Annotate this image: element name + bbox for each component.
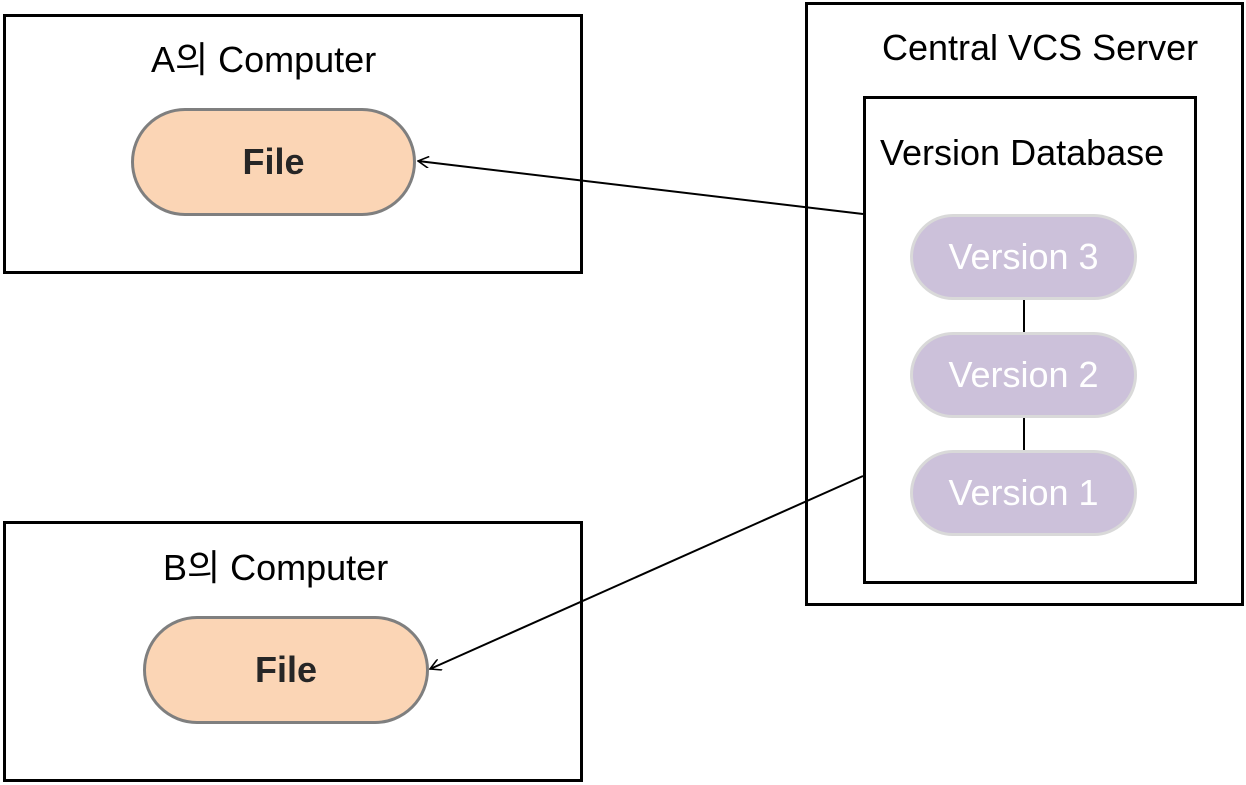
computer-b-title: B의 Computer <box>163 547 389 588</box>
file-b-label: File <box>254 649 317 690</box>
file-b-node: File <box>143 616 429 724</box>
version-3-node: Version 3 <box>910 214 1137 300</box>
server-title: Central VCS Server <box>882 27 1199 68</box>
version-1-node: Version 1 <box>910 450 1137 536</box>
database-title: Version Database <box>880 132 1165 173</box>
file-a-node: File <box>131 108 416 216</box>
computer-a-box: A의 Computer <box>3 14 583 274</box>
version-1-label: Version 1 <box>948 472 1099 513</box>
version-3-label: Version 3 <box>948 236 1099 277</box>
arrow-database-to-file-a <box>418 161 864 215</box>
version-2-label: Version 2 <box>948 354 1099 395</box>
version-2-node: Version 2 <box>910 332 1137 418</box>
file-a-label: File <box>242 141 305 182</box>
computer-a-title: A의 Computer <box>151 39 377 80</box>
arrow-database-to-file-b <box>430 475 864 669</box>
